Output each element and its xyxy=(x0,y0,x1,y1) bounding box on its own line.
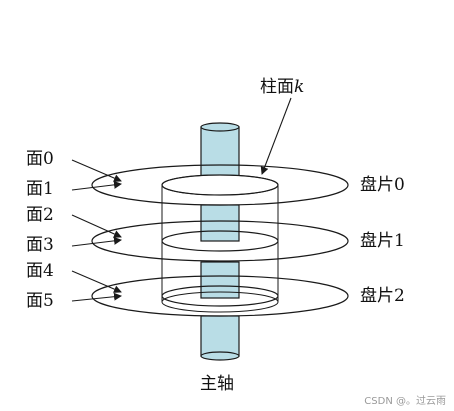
surface-label-1: 面1 xyxy=(26,179,54,199)
arrow-surface-2 xyxy=(71,214,122,238)
surface-label-2: 面2 xyxy=(26,205,54,225)
arrow-surface-5 xyxy=(71,292,122,302)
platter-2 xyxy=(91,275,349,317)
spindle-label: 主轴 xyxy=(200,374,234,394)
arrow-surface-1 xyxy=(71,180,122,191)
surface-label-4: 面4 xyxy=(26,261,54,281)
surface-arrows xyxy=(71,97,292,302)
platter-label-0: 盘片0 xyxy=(360,175,405,195)
platter-1 xyxy=(91,220,349,262)
arrow-surface-0 xyxy=(71,159,122,182)
arrow-surface-3 xyxy=(71,236,122,247)
platter-label-1: 盘片1 xyxy=(360,231,405,251)
arrow-cylinder-k xyxy=(260,97,292,175)
watermark: CSDN @。过云雨 xyxy=(364,394,446,407)
surface-label-0: 面0 xyxy=(26,149,54,169)
arrow-surface-4 xyxy=(71,270,122,293)
platter-label-2: 盘片2 xyxy=(360,286,405,306)
spindle xyxy=(200,122,240,361)
surface-label-5: 面5 xyxy=(26,291,54,311)
surface-label-3: 面3 xyxy=(26,235,54,255)
platter-0 xyxy=(91,164,349,206)
cylinder-label: 柱面k xyxy=(260,77,304,97)
